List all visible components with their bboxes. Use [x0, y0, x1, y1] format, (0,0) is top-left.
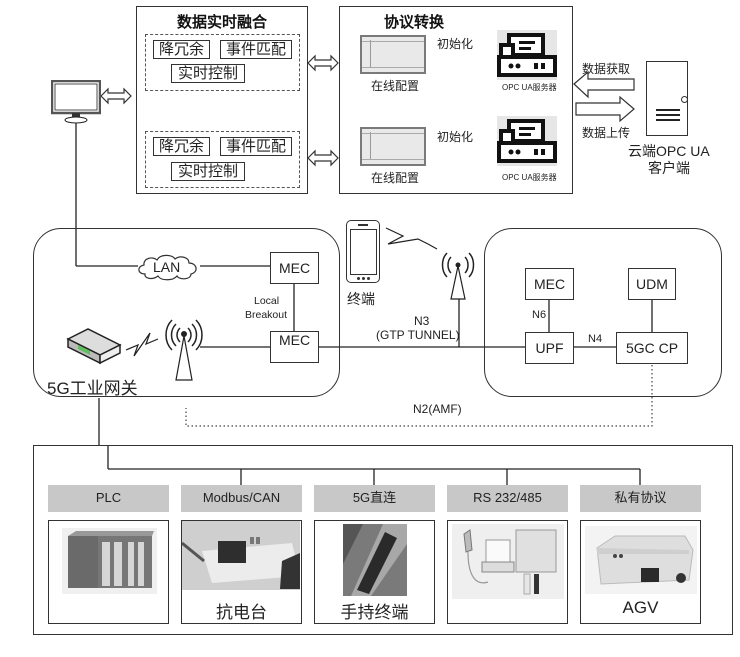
local-breakout-label-line2: Breakout	[245, 309, 288, 321]
fusion-protocol-double-arrow-2	[307, 149, 339, 167]
monitor-fusion-double-arrow	[100, 87, 132, 105]
gateway-wireless-icon	[125, 332, 159, 357]
online-config-screenshot-2	[360, 127, 426, 166]
rs-sensor-photo	[452, 524, 564, 599]
realtime-control-box-2: 实时控制	[171, 162, 245, 181]
plc-photo	[62, 528, 157, 594]
cloud-client-label-line1: 云端OPC UA	[628, 143, 710, 159]
opc-ua-server-icon-1	[497, 30, 557, 80]
category-rs232-485: RS 232/485	[447, 485, 568, 512]
device-card-rs-sensor	[447, 520, 568, 624]
event-match-box-2: 事件匹配	[220, 137, 292, 156]
base-station-antenna-icon	[162, 314, 206, 382]
fusion-protocol-double-arrow-1	[307, 54, 339, 72]
n3-label-line2: (GTP TUNNEL)	[376, 328, 460, 342]
cloud-client-label-line2: 客户端	[648, 160, 690, 176]
dedup-box-2: 降冗余	[153, 137, 210, 156]
category-5g-direct: 5G直连	[314, 485, 435, 512]
event-match-box-1: 事件匹配	[220, 40, 292, 59]
lan-label: LAN	[153, 259, 181, 275]
device-card-plc	[48, 520, 169, 624]
industrial-gateway-icon	[66, 325, 122, 365]
5gc-cp-node: 5GC CP	[616, 332, 688, 364]
lan-cloud-icon: LAN	[135, 252, 203, 282]
local-breakout-label-line1: Local	[254, 295, 280, 307]
n3-label-line1: N3	[414, 314, 430, 328]
n2-label: N2(AMF)	[413, 402, 462, 416]
protocol-panel-title: 协议转换	[384, 14, 445, 31]
device-card-handheld-terminal: 手持终端	[314, 520, 435, 624]
n2-dotted-line	[185, 365, 653, 427]
realtime-control-box-1: 实时控制	[171, 64, 245, 83]
opc-ua-server-label-2: OPC UA服务器	[502, 173, 557, 182]
device-card-anti-radio-station: 抗电台	[181, 520, 302, 624]
handheld-terminal-photo	[343, 524, 407, 596]
upf-node: UPF	[525, 332, 574, 364]
category-modbus-can: Modbus/CAN	[181, 485, 302, 512]
init-label-2: 初始化	[437, 130, 474, 144]
gateway-label: 5G工业网关	[47, 379, 138, 398]
online-config-label-2: 在线配置	[371, 171, 420, 185]
core-mec-node: MEC	[525, 268, 574, 300]
fusion-group-2	[145, 131, 300, 188]
online-config-screenshot-1	[360, 35, 426, 74]
init-label-1: 初始化	[437, 37, 474, 51]
data-fetch-label: 数据获取	[582, 62, 631, 76]
n6-label: N6	[532, 309, 547, 321]
terminal-wireless-icon	[385, 227, 438, 250]
udm-node: UDM	[628, 268, 676, 300]
anti-radio-station-photo	[182, 521, 300, 590]
agv-photo	[585, 526, 697, 594]
terminal-label: 终端	[347, 291, 375, 307]
data-upload-arrow	[575, 95, 635, 123]
data-fetch-arrow	[573, 70, 635, 99]
anti-radio-station-caption: 抗电台	[216, 603, 267, 622]
opc-ua-server-icon-2	[497, 116, 557, 166]
dedup-box-1: 降冗余	[153, 40, 210, 59]
devices-frame	[33, 445, 733, 635]
data-upload-label: 数据上传	[582, 126, 631, 140]
edge-network-zone	[33, 228, 340, 397]
opc-ua-server-label-1: OPC UA服务器	[502, 83, 557, 92]
smartphone-icon	[346, 220, 380, 283]
fusion-group-1	[145, 34, 300, 91]
category-private-protocol: 私有协议	[580, 485, 701, 512]
terminal-antenna-icon	[440, 250, 476, 300]
device-card-agv: AGV	[580, 520, 701, 624]
online-config-label-1: 在线配置	[371, 79, 420, 93]
fusion-panel-title: 数据实时融合	[177, 14, 268, 31]
cloud-server-icon	[646, 61, 688, 136]
mec-top-node: MEC	[270, 252, 319, 284]
handheld-terminal-caption: 手持终端	[340, 603, 409, 622]
agv-caption: AGV	[622, 598, 659, 617]
n4-label: N4	[588, 333, 603, 345]
core-network-zone	[484, 228, 722, 397]
category-plc: PLC	[48, 485, 169, 512]
monitor-icon	[50, 79, 102, 124]
mec-bottom-node: MEC	[270, 331, 319, 363]
